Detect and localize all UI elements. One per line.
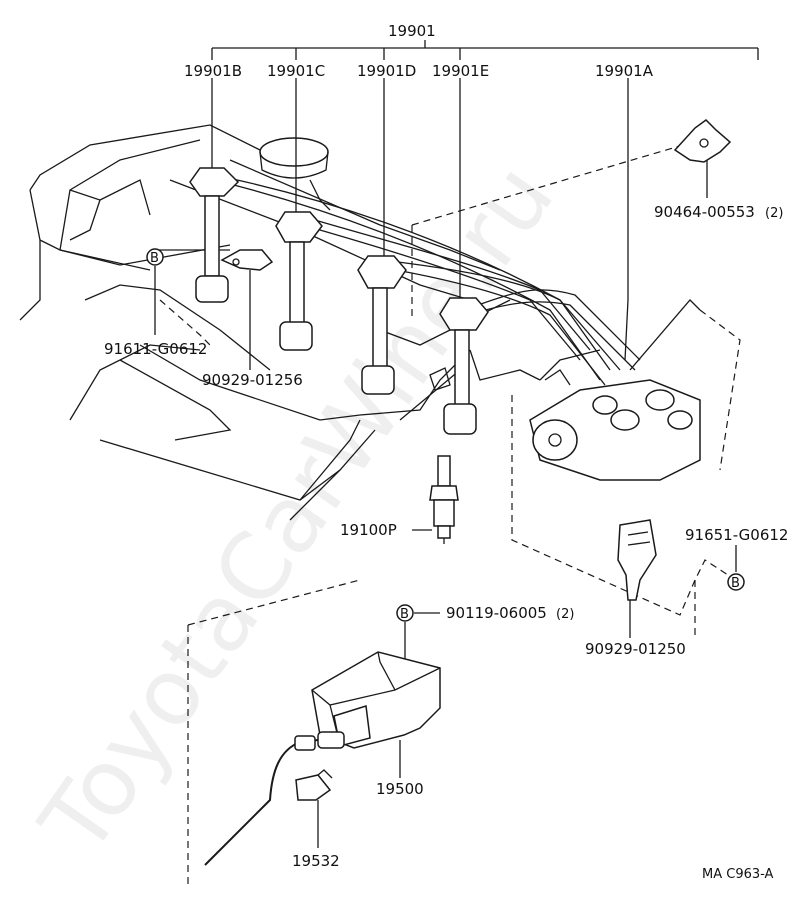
spark-plug-icon	[429, 455, 459, 544]
label-wire-b: 19901B	[184, 62, 242, 80]
label-wire-e: 19901E	[432, 62, 489, 80]
label-clamp-right: 90929-01250	[585, 640, 686, 658]
ignition-wires	[227, 177, 701, 386]
svg-text:B: B	[400, 607, 409, 622]
svg-text:B: B	[731, 576, 740, 591]
leader-lines	[154, 40, 759, 848]
clamp-right-icon	[617, 519, 657, 601]
figure-code: MA C963-A	[702, 867, 774, 882]
clamp-left-icon	[220, 249, 274, 271]
ignition-coil-icon	[204, 651, 441, 866]
label-coil-bolt: 90119-06005	[446, 604, 547, 622]
label-bolt-right: 91651-G0612	[685, 526, 788, 544]
plug-boot-2	[275, 211, 323, 351]
clamp-top-icon	[673, 119, 732, 163]
plug-boot-1	[189, 167, 240, 303]
label-coil-cap: 19532	[292, 852, 340, 870]
plug-boot-4	[439, 297, 489, 435]
distributor	[429, 367, 701, 481]
engine-outline	[19, 124, 601, 521]
label-spark-plug: 19100P	[340, 521, 397, 539]
label-coil: 19500	[376, 780, 424, 798]
label-coil-bolt-qty: (2)	[556, 607, 574, 622]
ref-marker-b-right: B	[727, 573, 745, 591]
label-wire-d: 19901D	[357, 62, 416, 80]
label-bolt-left: 91611-G0612	[104, 340, 207, 358]
ref-marker-b-coil: B	[396, 604, 414, 622]
label-wire-a: 19901A	[595, 62, 654, 80]
label-clamp-qty: (2)	[765, 206, 783, 221]
label-wire-c: 19901C	[267, 62, 325, 80]
ref-marker-b-left: B	[146, 248, 164, 266]
label-wire-set: 19901	[388, 22, 436, 40]
coil-cap-icon	[295, 769, 333, 801]
svg-text:B: B	[150, 251, 159, 266]
label-clamp: 90464-00553	[654, 203, 755, 221]
label-clamp-left: 90929-01256	[202, 371, 303, 389]
plug-boot-3	[357, 255, 407, 395]
